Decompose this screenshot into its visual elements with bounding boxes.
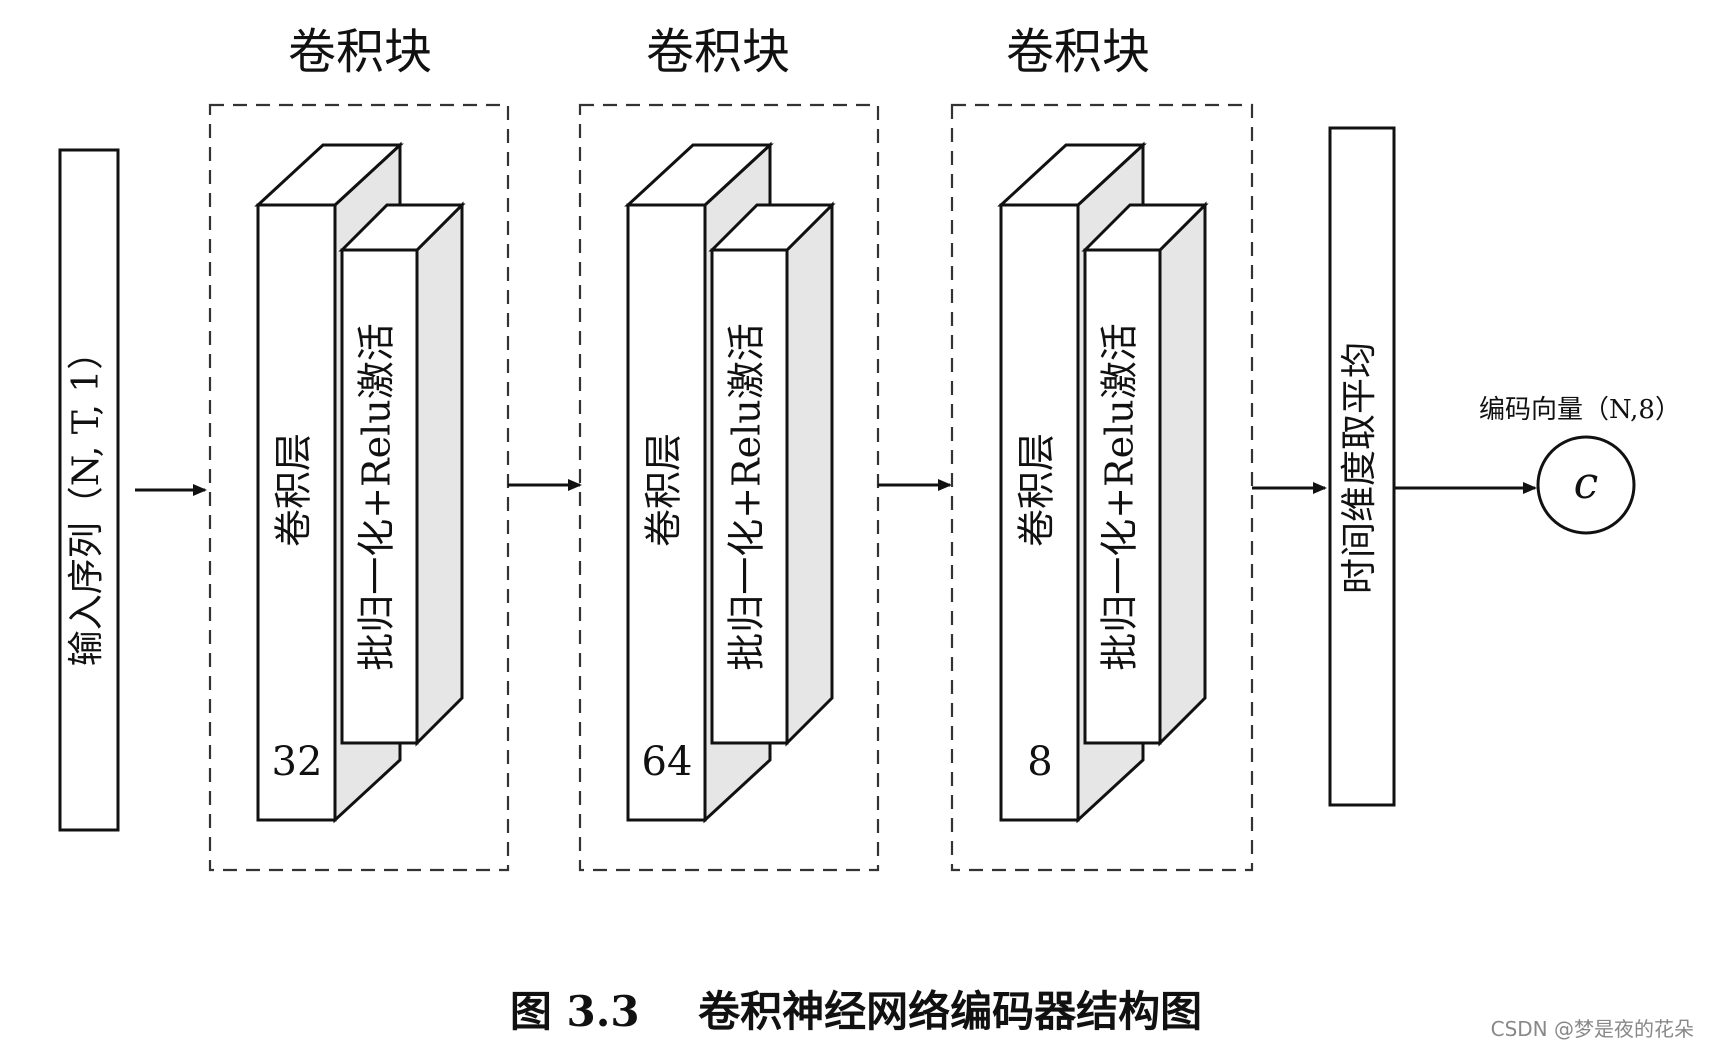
bn-relu-box-1 [340,248,419,745]
block-title-2: 卷积块 [646,24,790,80]
block-boundary-1 [208,103,510,872]
filter-count-2: 64 [642,739,693,785]
conv-block-2: 卷积块 卷积层 64 批归一化+Relu激活 [578,24,880,872]
bn-relu-label-3: 批归一化+Relu激活 [1098,323,1142,671]
temporal-pooling-label: 时间维度取平均 [1339,342,1380,594]
conv-layer-box-2 [626,203,707,822]
input-sequence-label: 输入序列（N, T, 1） [66,334,107,667]
bn-relu-box-3 [1083,248,1162,745]
conv-block-1: 卷积块 卷积层 32 批归一化+Relu激活 [208,24,510,872]
conv-layer-label-1: 卷积层 [272,433,316,547]
bn-relu-label-1: 批归一化+Relu激活 [355,323,399,671]
conv-layer-label-2: 卷积层 [642,433,686,547]
block-boundary-3 [950,103,1254,872]
bn-relu-label-2: 批归一化+Relu激活 [725,323,769,671]
block-title-1: 卷积块 [288,24,432,80]
figure-title: 卷积神经网络编码器结构图 [698,987,1203,1036]
figure-number: 图 3.3 [509,987,640,1036]
watermark: CSDN @梦是夜的花朵 [1490,1017,1694,1041]
figure-caption: 图 3.3 卷积神经网络编码器结构图 [0,978,1712,1039]
conv-block-3: 卷积块 卷积层 8 批归一化+Relu激活 [950,24,1254,872]
conv-layer-box-1 [256,203,337,822]
filter-count-1: 32 [272,739,323,785]
output-vector: 编码向量（N,8） c [1479,395,1681,535]
temporal-pooling-bar: 时间维度取平均 [1328,126,1396,807]
output-symbol: c [1574,458,1599,509]
block-title-3: 卷积块 [1006,24,1150,80]
input-sequence-bar: 输入序列（N, T, 1） [58,148,120,832]
filter-count-3: 8 [1027,739,1052,785]
output-vector-label: 编码向量（N,8） [1479,395,1681,425]
block-boundary-2 [578,103,880,872]
conv-layer-label-3: 卷积层 [1015,433,1059,547]
bn-relu-box-2 [710,248,789,745]
conv-layer-box-3 [999,203,1080,822]
